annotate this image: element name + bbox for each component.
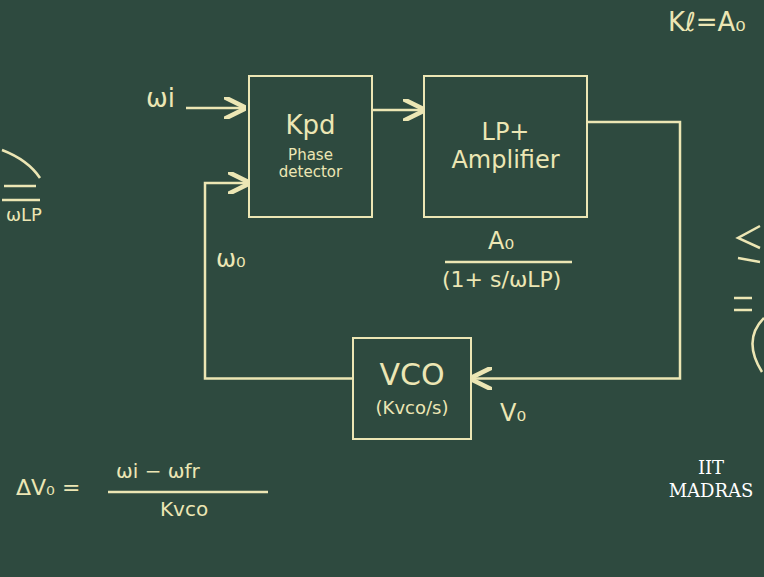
block-title: Kpd (285, 111, 335, 141)
fraction-bar (445, 261, 572, 264)
equation-denominator: Kvco (160, 498, 208, 520)
forward-connector (373, 109, 423, 112)
filter-amplifier-box: LP+ Amplifier (423, 75, 588, 218)
chalk-scribble (4, 185, 36, 188)
chalk-scribble (734, 298, 752, 310)
fraction-bar (2, 199, 40, 202)
block-subtitle: (Kvco/s) (376, 398, 449, 419)
input-arrow (186, 107, 244, 110)
chalk-scribble (2, 150, 40, 178)
fraction-bar (108, 491, 268, 494)
transfer-numerator: A₀ (488, 228, 514, 254)
transfer-denominator: (1+ s/ωLP) (442, 268, 561, 292)
block-title: VCO (379, 358, 444, 393)
equation-numerator: ωi − ωfr (116, 460, 200, 482)
partial-note: ωLP (6, 205, 42, 225)
chalk-scribble (738, 226, 760, 262)
signal-name: ω₀ (214, 246, 248, 272)
equation-left: ΔV₀ = (16, 476, 80, 500)
vco-box: VCO (Kvco/s) (352, 337, 472, 440)
input-signal-name: ωi (146, 84, 175, 113)
feedback-connector (205, 183, 352, 379)
block-title: LP+ Amplifier (431, 119, 580, 174)
watermark: IIT MADRAS (668, 456, 754, 503)
signal-name: V₀ (498, 400, 528, 426)
chalk-scribble (752, 318, 764, 372)
block-subtitle: Phase detector (256, 147, 365, 182)
phase-detector-box: KpdPhase detector (248, 75, 373, 218)
gain-equation: Kℓ=A₀ (668, 8, 746, 37)
